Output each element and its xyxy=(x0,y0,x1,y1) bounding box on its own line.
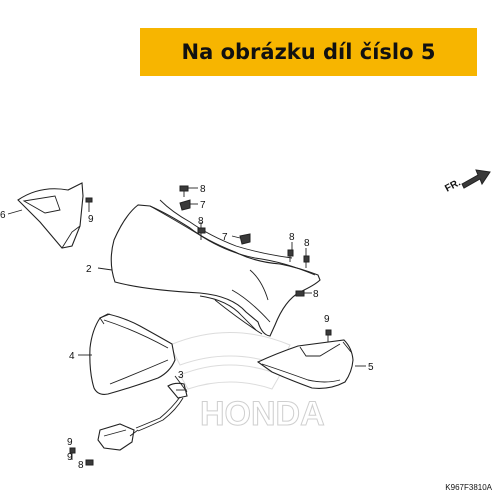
leader-lines xyxy=(174,187,312,393)
screw-9-top xyxy=(85,197,93,212)
honda-watermark: HONDA xyxy=(169,332,325,434)
callout-label: 3 xyxy=(178,370,184,381)
part-5-lower-cover xyxy=(256,339,366,389)
callout-labels: 6 9 8 7 8 7 8 2 8 9 8 4 9 5 3 9 8 xyxy=(0,184,374,471)
banner-text: Na obrázku díl číslo 5 xyxy=(181,40,436,64)
screw-8-right xyxy=(287,249,294,262)
watermark-text: HONDA xyxy=(200,395,325,433)
callout-label: 5 xyxy=(368,362,374,373)
callout-label: 9 xyxy=(324,314,330,325)
callout-label: 9 xyxy=(67,452,73,463)
screw-9-right xyxy=(303,255,310,268)
callout-label: 8 xyxy=(313,289,319,300)
part-2-front-cowl xyxy=(97,199,321,337)
clip-8-top xyxy=(179,185,189,197)
callout-label: 8 xyxy=(200,184,206,195)
front-indicator-label: FR. xyxy=(443,177,463,194)
callout-label: 4 xyxy=(69,351,75,362)
part-6-side-cover xyxy=(7,182,84,249)
callout-label: 9 xyxy=(88,214,94,225)
fasteners xyxy=(69,185,332,466)
clip-8-right xyxy=(295,290,305,297)
front-arrow: FR. xyxy=(443,169,491,195)
callout-label: 8 xyxy=(289,232,295,243)
part-4-lower-cover xyxy=(78,313,176,395)
callout-label: 8 xyxy=(78,460,84,471)
clip-8-bottom xyxy=(85,459,94,466)
callout-label: 8 xyxy=(198,216,204,227)
clip-7-top xyxy=(179,199,191,211)
callout-label: 2 xyxy=(86,264,92,275)
callout-label: 6 xyxy=(0,210,6,221)
part-highlight-banner: Na obrázku díl číslo 5 xyxy=(140,28,477,76)
callout-label: 8 xyxy=(304,238,310,249)
callout-label: 7 xyxy=(200,200,206,211)
callout-label: 7 xyxy=(222,232,228,243)
clip-8-mid xyxy=(197,227,206,240)
clip-7-mid xyxy=(239,233,251,245)
front-arrow-icon xyxy=(461,169,491,189)
diagram-code: K967F3810A xyxy=(445,483,492,492)
screw-9-bottom xyxy=(69,447,76,460)
part-3-lamp-harness xyxy=(97,382,188,451)
callout-label: 9 xyxy=(67,437,73,448)
screw-9-lower xyxy=(325,329,332,342)
